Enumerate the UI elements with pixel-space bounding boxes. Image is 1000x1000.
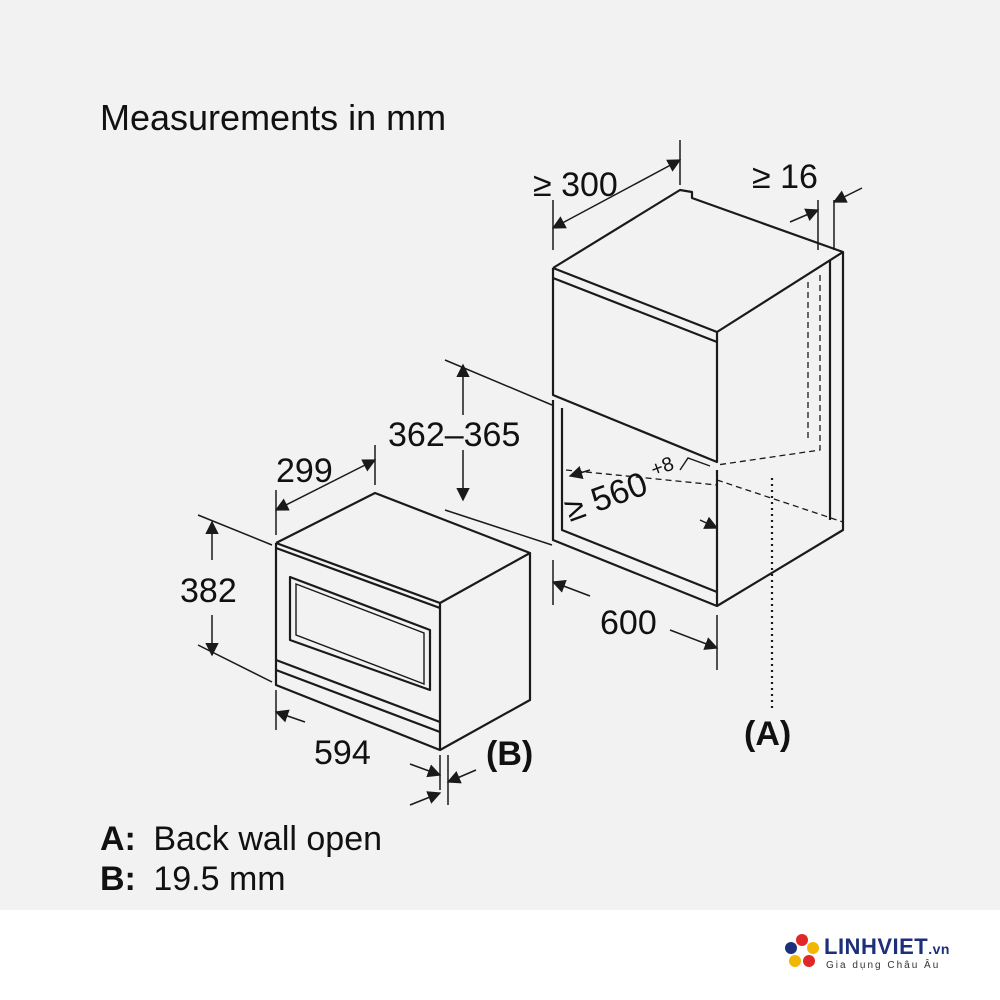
oven-side-face bbox=[439, 553, 532, 751]
brand-name-text: LINHVIET bbox=[824, 934, 929, 959]
label-cabinet-depth: ≥ 300 bbox=[533, 166, 618, 204]
oven-front-face bbox=[274, 543, 442, 752]
marker-a: (A) bbox=[744, 715, 791, 753]
brand-tagline: Gia dụng Châu Âu bbox=[826, 960, 941, 971]
legend-item-a: A: Back wall open bbox=[100, 820, 382, 858]
legend-text-a: Back wall open bbox=[153, 820, 382, 858]
hidden-edge bbox=[716, 479, 844, 523]
label-oven-depth: 299 bbox=[276, 452, 333, 490]
legend-key-b: B: bbox=[100, 860, 136, 898]
cabinet-niche bbox=[551, 188, 845, 712]
legend-text-b: 19.5 mm bbox=[153, 860, 285, 898]
niche-bracket bbox=[679, 457, 711, 471]
dim-oven-width: 594 bbox=[274, 690, 442, 790]
label-oven-width: 594 bbox=[314, 734, 371, 772]
marker-b: (B) bbox=[486, 735, 533, 773]
dim-niche-width: ≥ 560 +8 bbox=[559, 453, 719, 530]
dimension-drawing: Measurements in mm ≥ 300 ≥ 16 bbox=[100, 97, 863, 898]
cabinet-front-edge bbox=[552, 276, 718, 344]
label-oven-height: 382 bbox=[180, 572, 237, 610]
legend: A: Back wall open B: 19.5 mm bbox=[100, 820, 382, 898]
oven-window-outer bbox=[288, 575, 432, 692]
niche-frame bbox=[551, 400, 719, 608]
label-niche-depth: 600 bbox=[600, 604, 657, 642]
dim-niche-height: 362–365 bbox=[388, 359, 553, 546]
cabinet-side-panel bbox=[716, 252, 845, 607]
brand-name: LINHVIET.vn bbox=[824, 934, 950, 960]
cabinet-front-face bbox=[551, 268, 719, 464]
brand-logo: LINHVIET.vn Gia dụng Châu Âu bbox=[780, 930, 990, 980]
oven-window-inner bbox=[295, 582, 425, 686]
dim-b: (B) bbox=[409, 735, 533, 806]
dim-oven-depth: 299 bbox=[274, 445, 377, 535]
dim-side-gap: ≥ 16 bbox=[752, 158, 863, 250]
oven-control-strip bbox=[275, 658, 441, 724]
brand-tld: .vn bbox=[928, 941, 950, 957]
legend-key-a: A: bbox=[100, 820, 136, 858]
niche-frame-inner bbox=[560, 408, 718, 594]
label-niche-height: 362–365 bbox=[388, 416, 520, 454]
cabinet-top-face bbox=[552, 188, 845, 334]
oven-front-trim bbox=[275, 546, 441, 610]
flower-icon bbox=[785, 934, 819, 967]
drawing-panel bbox=[0, 0, 1000, 910]
dim-oven-height: 382 bbox=[180, 514, 273, 683]
label-side-gap: ≥ 16 bbox=[752, 158, 818, 196]
hidden-edge bbox=[565, 469, 718, 486]
label-niche-width-tolerance: +8 bbox=[648, 453, 677, 481]
legend-item-b: B: 19.5 mm bbox=[100, 860, 286, 898]
page-title: Measurements in mm bbox=[100, 97, 446, 138]
dim-niche-depth: 600 bbox=[551, 560, 719, 670]
hidden-edge bbox=[716, 275, 821, 466]
dim-cabinet-depth: ≥ 300 bbox=[533, 140, 682, 250]
label-niche-width: ≥ 560 +8 bbox=[559, 453, 682, 530]
oven bbox=[274, 491, 532, 752]
oven-control-strip bbox=[275, 668, 441, 734]
